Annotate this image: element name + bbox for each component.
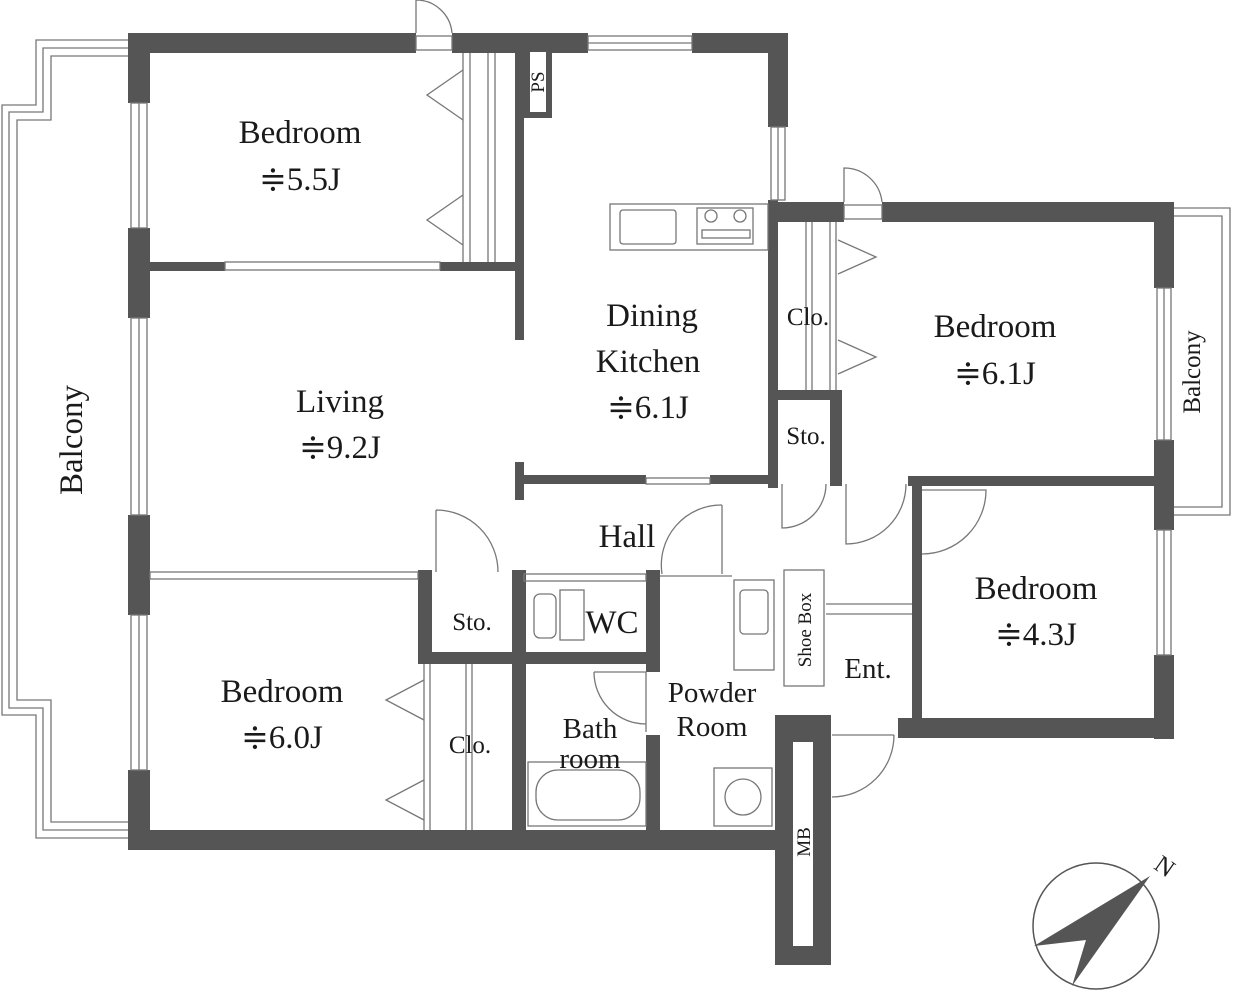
compass: N [1032, 851, 1179, 990]
wc-name: WC [585, 605, 638, 641]
compass-north-label: N [1149, 851, 1179, 883]
balcony-west-railing [1, 39, 128, 839]
bedroom-se-size: ≑4.3J [995, 617, 1077, 653]
bathroom-name-2: room [559, 743, 621, 775]
washing-machine [713, 767, 773, 827]
entrance-name: Ent. [844, 653, 892, 685]
storage-w-label: Sto. [452, 609, 492, 636]
dining-kitchen-name-1: Dining [606, 298, 698, 334]
washbasin [733, 579, 775, 671]
living-name: Living [296, 384, 384, 420]
balcony-west-label: Balcony [54, 385, 90, 495]
windows [130, 35, 1172, 771]
dining-kitchen-size: ≑6.1J [607, 390, 689, 426]
toilet [533, 589, 585, 641]
balcony-east-railing [1172, 207, 1231, 516]
bedroom-e-size: ≑6.1J [954, 356, 1036, 392]
balcony-east-label: Balcony [1179, 330, 1206, 414]
shoe-box [783, 569, 825, 687]
walls [128, 33, 1174, 965]
sliding-partitions [149, 53, 912, 830]
ps-label: PS [528, 71, 549, 92]
bathtub [527, 761, 647, 827]
bedroom-nw-size: ≑5.5J [259, 162, 341, 198]
doors [415, 0, 987, 798]
shoe-box-label: Shoe Box [795, 592, 816, 667]
bedroom-se-name: Bedroom [975, 571, 1098, 607]
storage-e-label: Sto. [786, 423, 826, 450]
dining-kitchen-name-2: Kitchen [596, 344, 700, 380]
closet-e-label: Clo. [787, 304, 829, 331]
hall-name: Hall [599, 519, 656, 555]
mb-label: MB [794, 827, 815, 857]
bedroom-e-name: Bedroom [934, 309, 1057, 345]
living-size: ≑9.2J [299, 430, 381, 466]
closet-sw-label: Clo. [449, 732, 491, 759]
powder-room-name-2: Room [677, 711, 748, 743]
bathroom-name-1: Bath [563, 713, 618, 745]
bedroom-nw-name: Bedroom [239, 115, 362, 151]
powder-room-name-1: Powder [668, 677, 757, 709]
kitchen-counter [609, 203, 769, 251]
bedroom-sw-name: Bedroom [221, 674, 344, 710]
bedroom-sw-size: ≑6.0J [241, 720, 323, 756]
